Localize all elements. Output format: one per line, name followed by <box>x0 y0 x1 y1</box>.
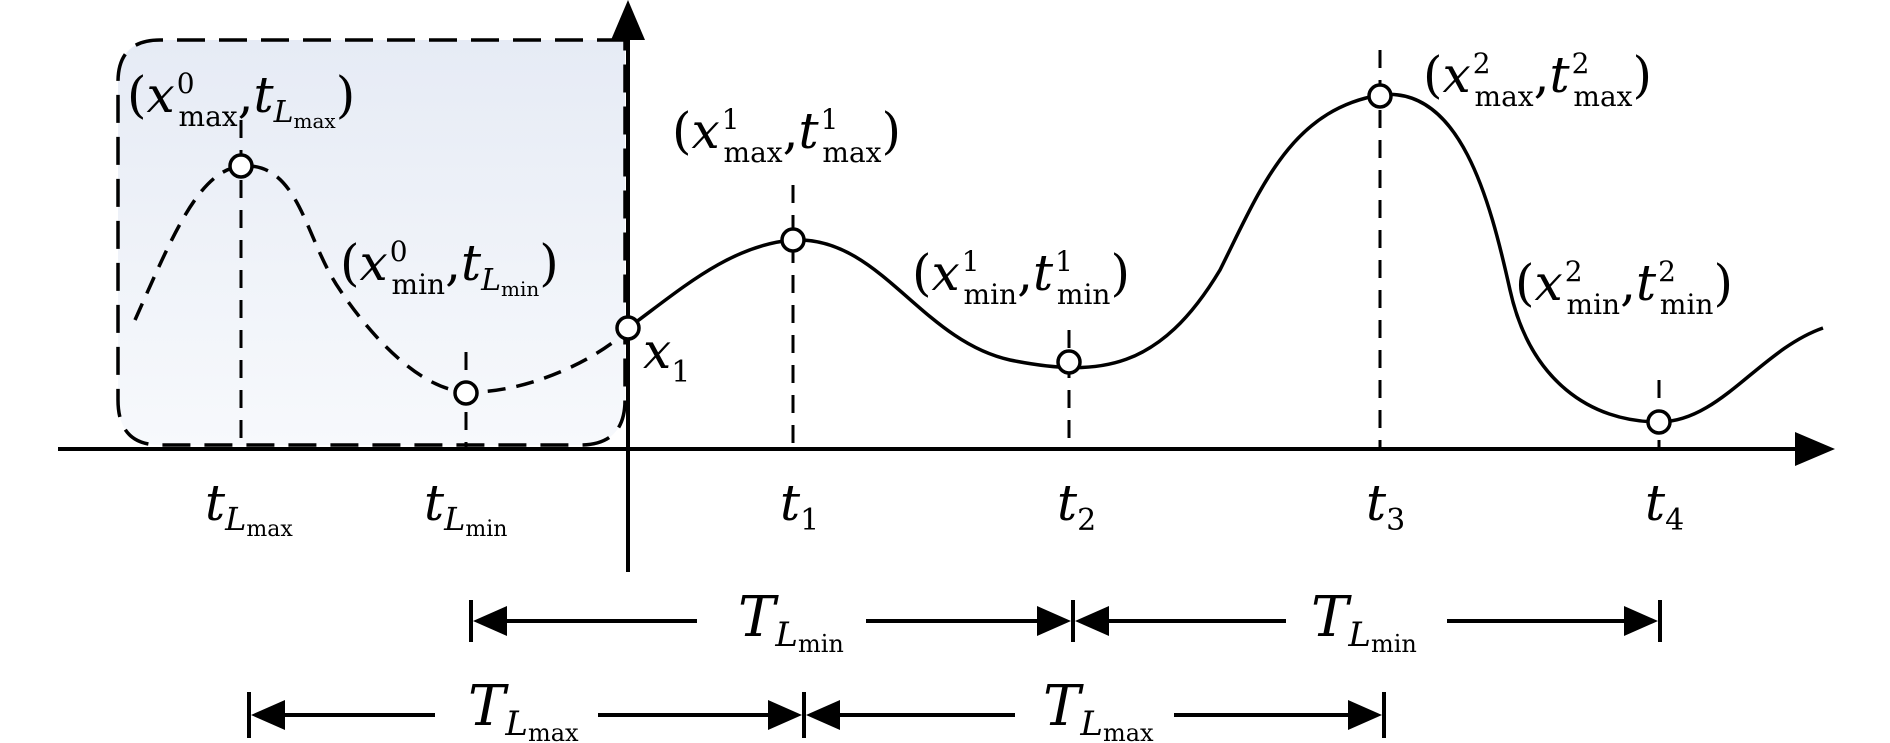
interval-row-tlmin <box>469 600 1662 642</box>
interval-label-tlmin-2: TLmin <box>1311 585 1417 658</box>
arrow-left-icon <box>806 700 840 730</box>
time-axis-arrow-icon <box>1795 432 1835 466</box>
tick-t1: t1 <box>780 474 819 538</box>
arrow-left-icon <box>473 606 507 636</box>
marker-min0 <box>453 380 479 406</box>
marker-x1 <box>615 315 641 341</box>
history-region <box>116 38 627 447</box>
tick-t4: t4 <box>1645 474 1684 538</box>
arrow-right-icon <box>1348 700 1382 730</box>
interval-label-tlmin-1: TLmin <box>738 585 844 658</box>
history-curve <box>133 164 630 394</box>
interval-label-tlmax-2: TLmax <box>1043 674 1154 743</box>
tick-t3: t3 <box>1366 474 1405 538</box>
marker-max0 <box>228 153 254 179</box>
tick-tLmin: tLmin <box>424 474 507 542</box>
label-x1: x1 <box>643 322 690 390</box>
marker-max1 <box>780 227 806 253</box>
marker-min1 <box>1056 349 1082 375</box>
arrow-right-icon <box>1037 606 1071 636</box>
arrow-left-icon <box>1075 606 1109 636</box>
value-axis-arrow-icon <box>611 0 645 40</box>
tick-t2: t2 <box>1057 474 1096 538</box>
extremum-markers <box>228 83 1672 435</box>
tick-tLmax: tLmax <box>205 474 293 542</box>
interval-row-tlmax <box>247 692 1386 738</box>
marker-min2 <box>1646 409 1672 435</box>
arrow-left-icon <box>251 700 285 730</box>
marker-max2 <box>1367 83 1393 109</box>
arrow-right-icon <box>768 700 802 730</box>
signal-curve <box>626 92 1824 424</box>
interval-label-tlmax-1: TLmax <box>468 674 579 743</box>
arrow-right-icon <box>1624 606 1658 636</box>
